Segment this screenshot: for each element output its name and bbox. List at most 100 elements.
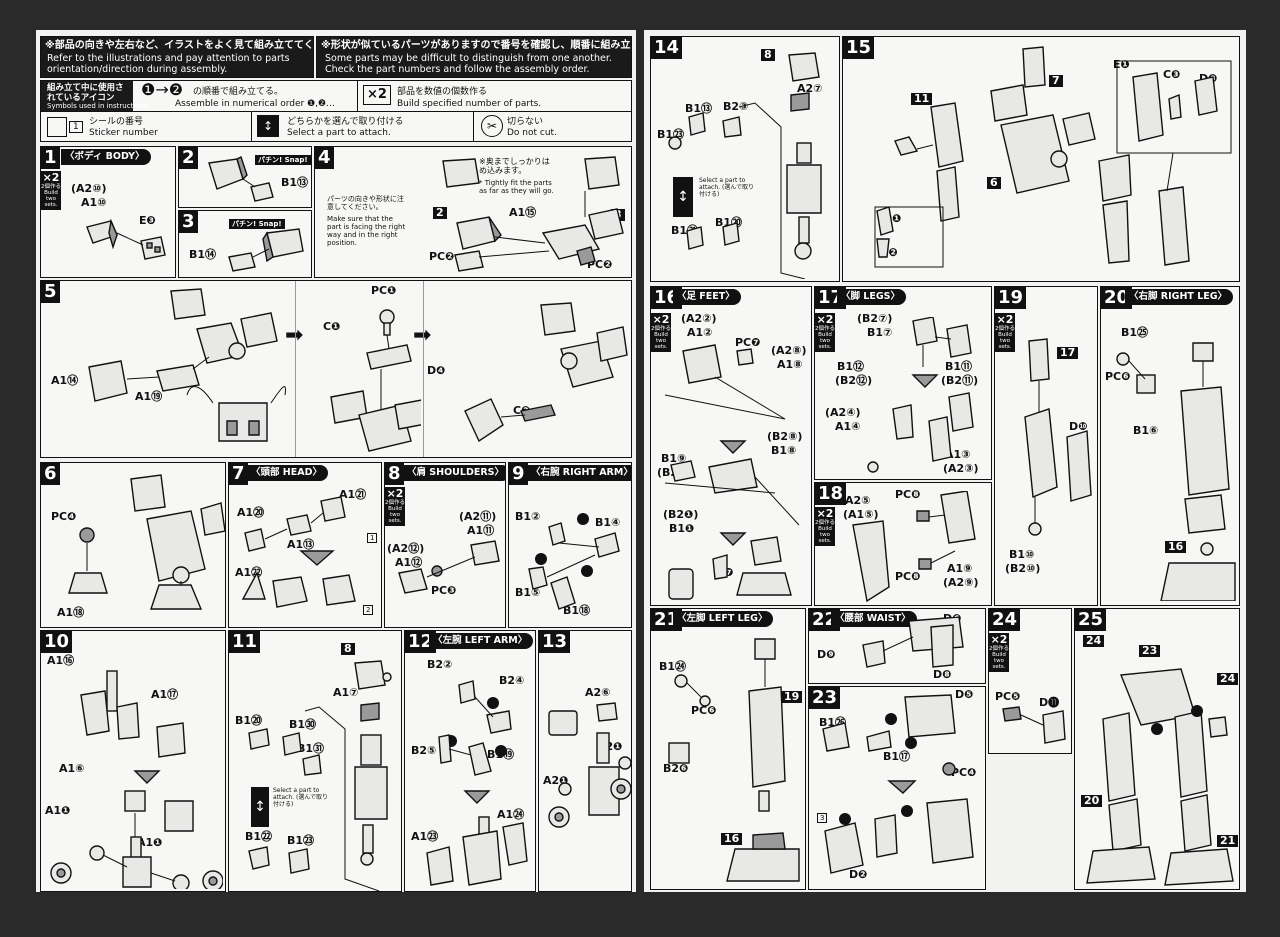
part-label: PC❸ (431, 584, 457, 597)
x2-jp: 部品を数値の個数作る (397, 87, 488, 97)
part-label: B1㉚ (289, 718, 317, 731)
part-label: B2② (427, 658, 453, 671)
step-21-title: 〈左脚 LEFT LEG〉 (673, 611, 774, 627)
step-16-x2: ×2 (652, 313, 670, 326)
step-2: 2 パチン! Snap! B1⑬ (178, 146, 312, 208)
part-label: A1⑥ (59, 762, 85, 775)
step-24-x2-sub: 2個作る Build two sets. (989, 646, 1009, 670)
step-17-x2: ×2 (816, 313, 834, 326)
step-14: 14 8 A2⑦ B1⑬ B2③ B1㉓ B1㉑ B1⑳ ↕ Select a … (650, 36, 840, 282)
step-2-illustration (208, 156, 274, 202)
sticker-en: Sticker number (89, 128, 158, 138)
step-8-illustration (398, 540, 500, 594)
step-18-illustration (852, 491, 976, 603)
part-label: (A2⑧) (771, 344, 807, 357)
part-label: PC❽ (895, 570, 921, 583)
step-7-number: 7 (229, 463, 248, 485)
step-1-x2: ×2 (42, 171, 60, 184)
step-5-illustration-a (88, 288, 286, 442)
part-label: A2⑤ (845, 494, 871, 507)
part-label: B1⑫ (837, 360, 865, 373)
step-25-number: 25 (1075, 609, 1107, 631)
step-10: 10 A1⑯ A1⑰ A1⑥ A1❶ A1❶ (40, 630, 226, 892)
part-ref: 16 (721, 833, 743, 845)
nocut-en: Do not cut. (507, 128, 557, 138)
part-label: (B2⑦) (857, 312, 893, 325)
step-21-illustration (668, 638, 800, 882)
step-9-illustration (528, 513, 620, 610)
step-8-title: 〈肩 SHOULDERS〉 (403, 465, 505, 481)
no-cut-icon: ✂ (481, 115, 503, 137)
part-label: A1⑬ (287, 538, 315, 551)
step-11-illustration (248, 660, 392, 891)
step-5-illustration-c (464, 302, 628, 443)
step-4-note-en: Make sure that the part is facing the ri… (327, 215, 406, 247)
part-label: D❺ (955, 688, 974, 701)
part-label: (B2⑫) (835, 374, 873, 387)
step-17-illustration (867, 317, 974, 473)
part-label: A1⑫ (395, 556, 423, 569)
part-label: PC❶ (371, 284, 397, 297)
part-label: A1㉓ (411, 830, 439, 843)
x2-en: Build specified number of parts. (397, 99, 542, 109)
step-19-x2: ×2 (996, 313, 1014, 326)
part-label: A1⑩ (81, 196, 107, 209)
step-9-number: 9 (509, 463, 528, 485)
step-11-select-note: Select a part to attach. (選んで取り付ける) (273, 787, 329, 808)
step-10-illustration (50, 670, 223, 889)
step-1-x2-sub: 2個作る Build two sets. (41, 184, 61, 208)
step-19-illustration (1024, 338, 1092, 536)
part-label: B1⑦ (867, 326, 893, 339)
part-label: A1④ (835, 420, 861, 433)
step-5: 5 A1⑭ A1⑲ PC❶ C❶ D❹ C❷ ➡ ➡ (40, 280, 632, 458)
part-label: A1⑨ (947, 562, 973, 575)
part-label: D⓫ (1039, 696, 1060, 709)
step-20-number: 20 (1101, 287, 1133, 309)
select-en: Select a part to attach. (287, 128, 391, 138)
step-4-note-jp: パーツの向きや形状に注意してください。 (327, 195, 404, 211)
order-icon: ❶→❷ (141, 80, 184, 99)
part-label: B1⑤ (515, 586, 541, 599)
step-4: 4 パーツの向きや形状に注意してください。 Make sure that the… (314, 146, 632, 278)
part-label: (A2⑨) (943, 576, 979, 589)
header-note-similar-en1: Some parts may be difficult to distingui… (325, 53, 612, 64)
step-14-number: 14 (651, 37, 683, 59)
part-label: D❹ (427, 364, 446, 377)
next-arrow-icon: ➡ (413, 325, 431, 347)
part-label: PC❹ (51, 510, 77, 523)
header-note-similar-en2: Check the part numbers and follow the as… (325, 64, 590, 75)
step-5-number: 5 (41, 281, 60, 303)
select-part-icon: ↕ (251, 787, 269, 827)
step-5-illustration-b (330, 309, 421, 452)
next-arrow-icon: ➡ (285, 325, 303, 347)
part-label: (A2⑩) (71, 182, 107, 195)
part-label: B2④ (499, 674, 525, 687)
part-label: B1⑩ (1009, 548, 1035, 561)
part-label: B1⑪ (945, 360, 973, 373)
part-label: A1⑳ (237, 506, 265, 519)
part-ref: 24 (1217, 673, 1239, 685)
step-1-illustration (86, 218, 166, 260)
select-jp: どちらかを選んで取り付ける (287, 117, 404, 127)
part-label: A1⑲ (135, 390, 163, 403)
part-label: B1㉛ (297, 742, 325, 755)
part-label: PC❼ (735, 336, 761, 349)
step-18-x2: ×2 (816, 507, 834, 520)
part-label: B1⑬ (685, 102, 713, 115)
part-label: PC❽ (895, 488, 921, 501)
step-19-x2-sub: 2個作る Build two sets. (995, 326, 1015, 350)
part-label: A1❶ (45, 804, 71, 817)
part-ref: 6 (987, 177, 1001, 189)
step-18-number: 18 (815, 483, 847, 505)
part-ref: 11 (911, 93, 933, 105)
step-12-illustration (426, 680, 528, 886)
step-13-illustration (548, 702, 631, 828)
part-label: A1㉔ (497, 808, 525, 821)
part-ref: 2 (433, 207, 447, 219)
header-note-similar-parts: ※形状が似ているパーツがありますので番号を確認し、順番に組み立ててください。 S… (316, 36, 632, 78)
